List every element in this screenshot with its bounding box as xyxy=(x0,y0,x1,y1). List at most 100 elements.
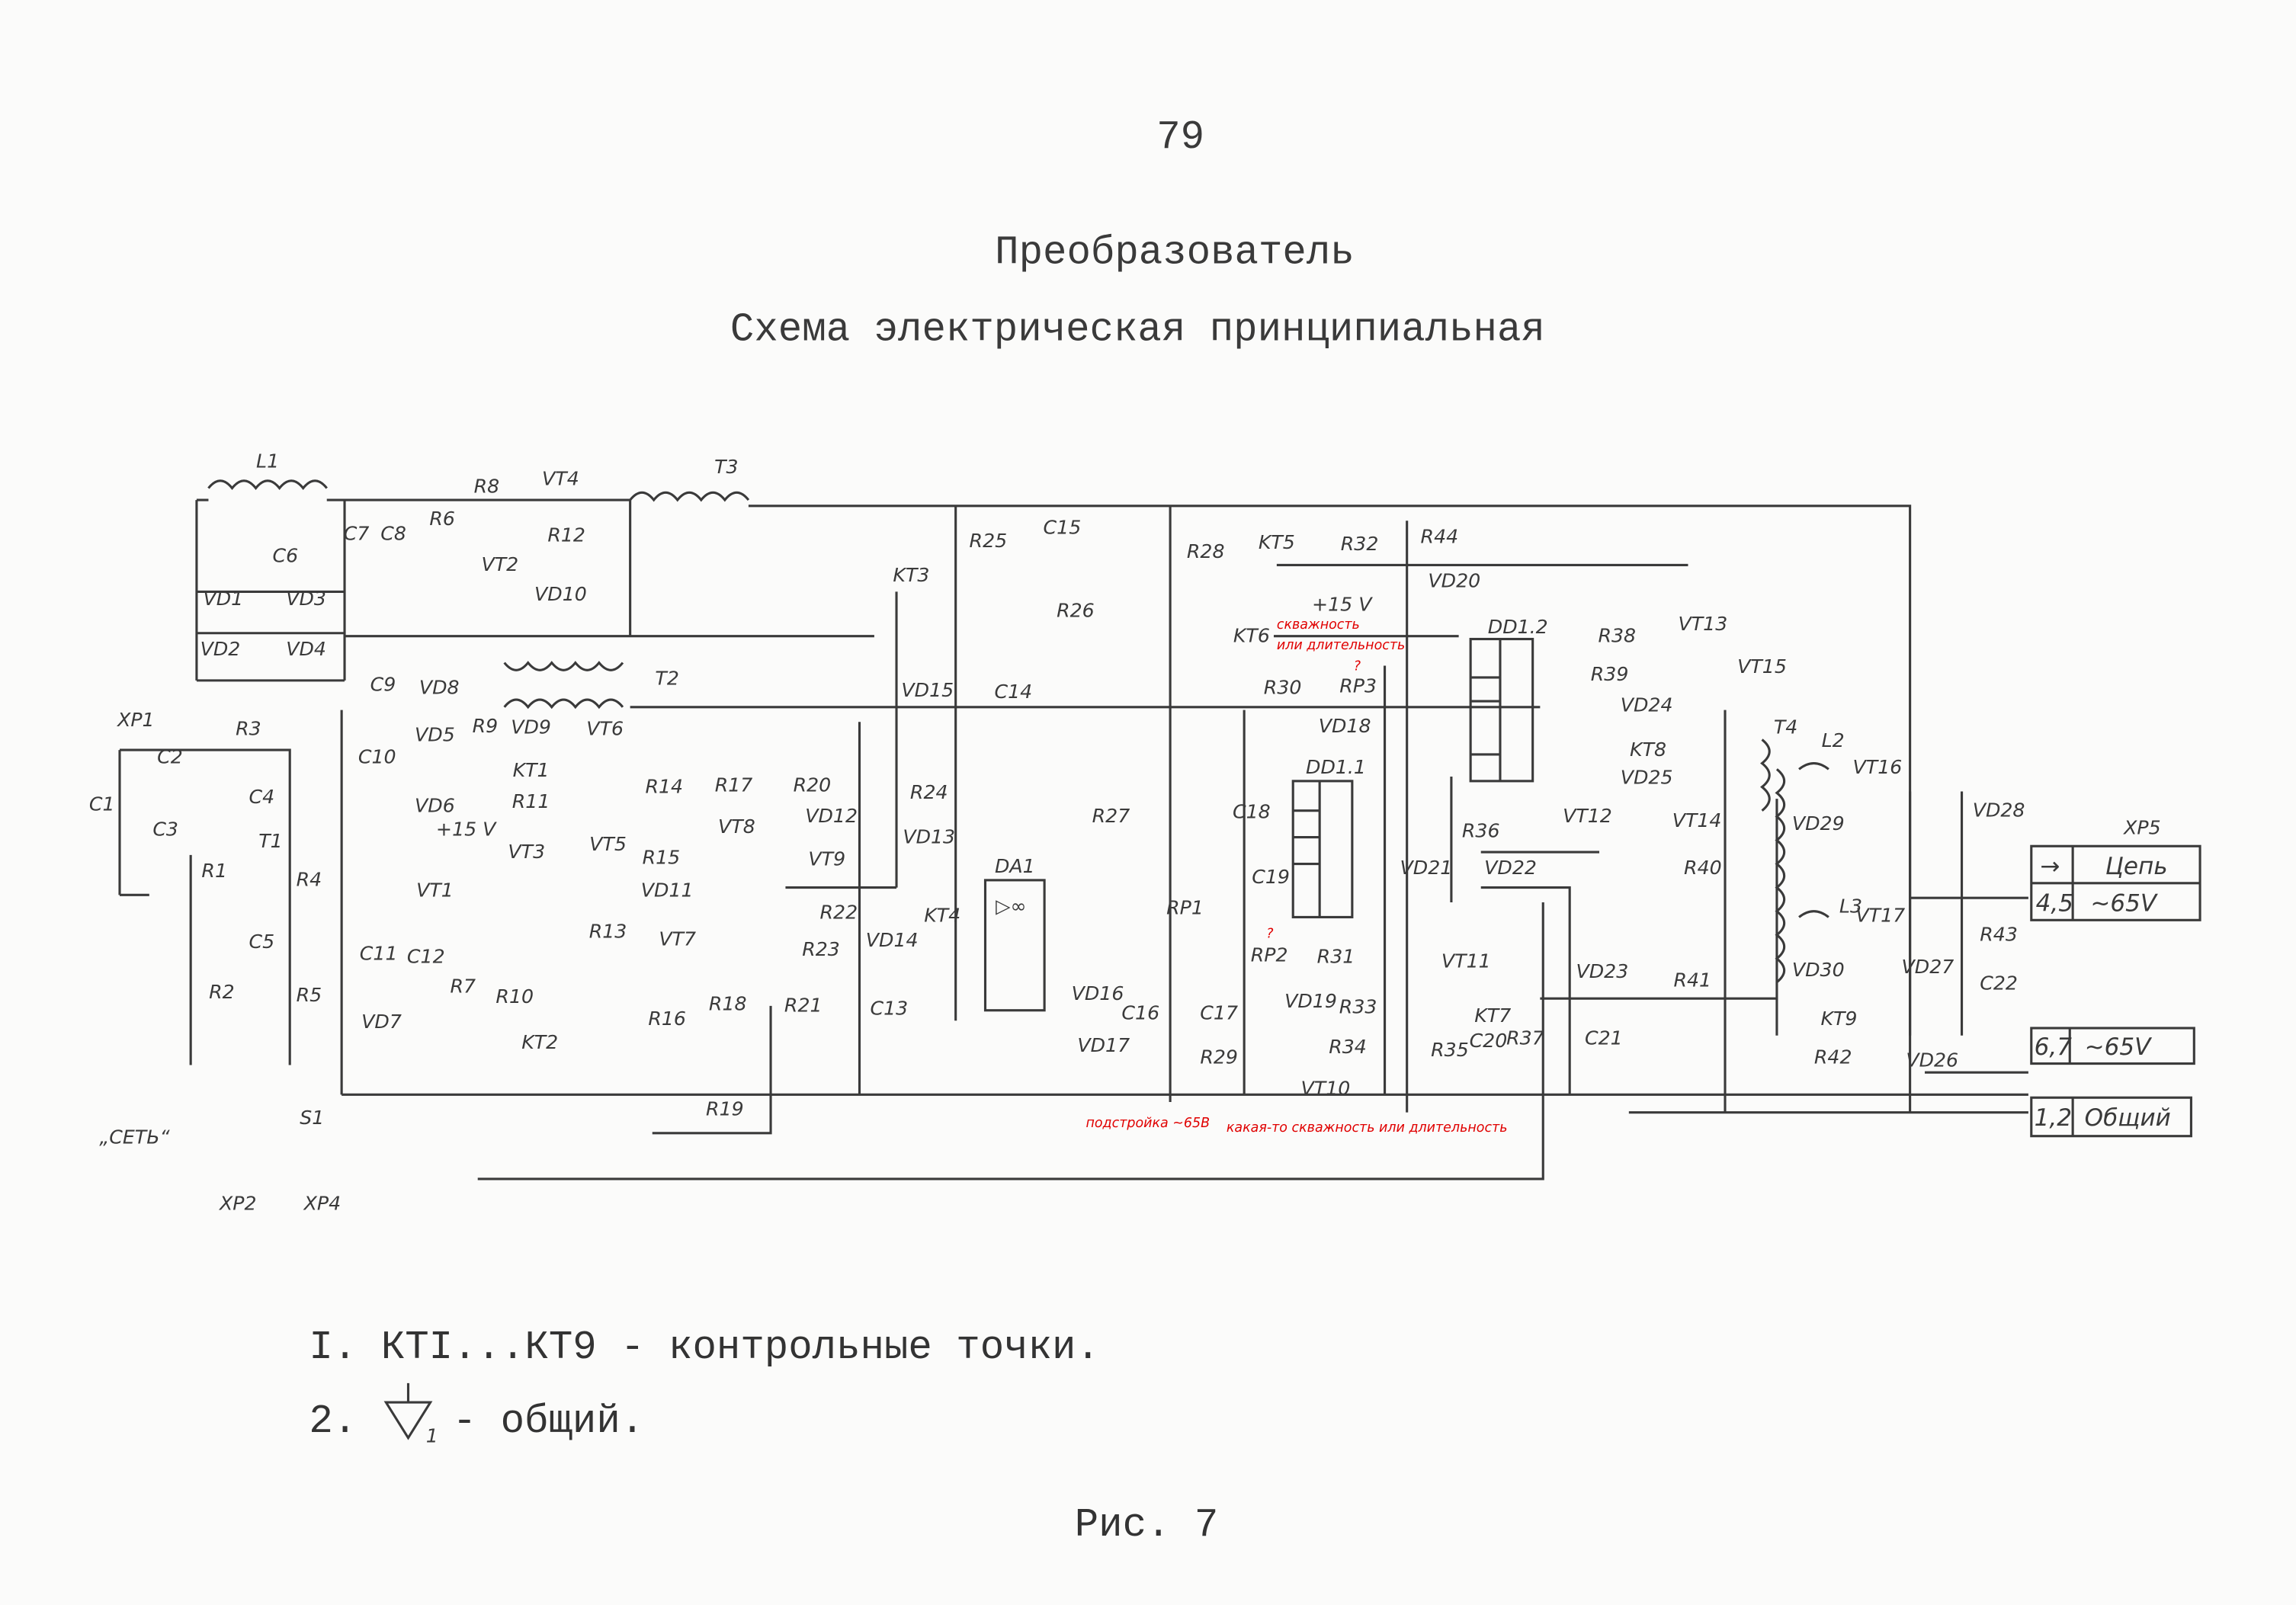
component-label: C8 xyxy=(380,522,406,544)
component-label: C13 xyxy=(870,998,908,1020)
component-label: S1 xyxy=(300,1107,324,1129)
component-label: VD16 xyxy=(1072,982,1124,1004)
component-label: R3 xyxy=(236,718,261,740)
component-label: VD11 xyxy=(641,879,694,901)
component-label: R42 xyxy=(1814,1046,1852,1068)
component-label: R9 xyxy=(473,715,499,737)
component-label: VD30 xyxy=(1792,959,1845,981)
component-label: VD4 xyxy=(286,638,326,660)
component-label: R13 xyxy=(589,921,627,943)
component-label: KT3 xyxy=(893,564,929,586)
component-label: C3 xyxy=(152,819,178,841)
component-label: VD29 xyxy=(1792,812,1845,835)
component-label: VD20 xyxy=(1428,570,1480,592)
component-label: C4 xyxy=(249,786,275,808)
component-label: +15 V xyxy=(436,819,497,841)
component-label: R1 xyxy=(201,860,227,882)
component-label: VT2 xyxy=(481,553,518,575)
component-label: VT4 xyxy=(542,468,579,490)
component-label: VD14 xyxy=(866,929,919,951)
component-label: XP4 xyxy=(303,1193,342,1215)
component-label: R11 xyxy=(512,790,550,812)
opamp-symbol: ▷∞ xyxy=(996,895,1026,918)
component-label: C10 xyxy=(358,746,396,768)
component-label: T4 xyxy=(1774,716,1797,738)
xp5-row-signal: Общий xyxy=(2085,1104,2171,1132)
component-label: R22 xyxy=(820,901,858,923)
component-label: R7 xyxy=(451,975,476,997)
annotation-question: ? xyxy=(1266,927,1273,942)
component-label: VD7 xyxy=(361,1011,402,1033)
component-label: VT6 xyxy=(586,718,624,740)
component-label: R8 xyxy=(474,475,500,497)
component-label: VD27 xyxy=(1902,956,1954,978)
component-label: DA1 xyxy=(995,855,1035,877)
component-label: C2 xyxy=(157,746,183,768)
component-label: VT5 xyxy=(589,833,627,855)
component-label: VD19 xyxy=(1284,990,1337,1012)
annotation-question: ? xyxy=(1354,658,1361,674)
component-label: VT7 xyxy=(659,927,696,950)
component-label: DD1.1 xyxy=(1306,756,1366,778)
component-label: R10 xyxy=(495,985,534,1008)
xp5-row-pins: 4,5 xyxy=(2036,890,2073,918)
component-label: C16 xyxy=(1121,1001,1159,1024)
component-label: C6 xyxy=(273,545,299,567)
component-label: C11 xyxy=(360,943,398,965)
component-label: VT16 xyxy=(1853,756,1903,778)
component-label: XP1 xyxy=(116,709,155,731)
red-annotations: скважность или длительность ? ? подстрой… xyxy=(1085,617,1507,1136)
component-label: R25 xyxy=(970,530,1008,552)
da1-opamp xyxy=(983,879,1046,1012)
component-label: KT1 xyxy=(513,759,550,781)
component-label: DD1.2 xyxy=(1488,616,1548,638)
component-label: VD1 xyxy=(204,588,244,610)
component-label: C14 xyxy=(995,681,1033,703)
component-label: R40 xyxy=(1684,857,1722,879)
component-label: KT8 xyxy=(1630,738,1666,761)
component-label: R29 xyxy=(1200,1046,1238,1068)
component-label: C17 xyxy=(1200,1001,1238,1024)
component-label: R18 xyxy=(709,993,747,1015)
component-label: KT9 xyxy=(1820,1008,1857,1030)
xp5-header-symbol: → xyxy=(2040,853,2060,880)
component-label: R36 xyxy=(1462,820,1500,842)
component-label: KT2 xyxy=(521,1031,558,1053)
component-label: R34 xyxy=(1329,1036,1367,1058)
component-label: KT4 xyxy=(924,904,960,926)
component-label: VT1 xyxy=(416,879,454,901)
note-2-text: - общий. xyxy=(453,1398,645,1444)
component-label: VD28 xyxy=(1973,799,2025,821)
component-label: VD9 xyxy=(511,716,551,738)
component-label: R19 xyxy=(706,1098,744,1120)
component-label: R27 xyxy=(1092,805,1130,827)
schematic-subtitle: Схема электрическая принципиальная xyxy=(730,306,1545,352)
component-label: RP2 xyxy=(1251,944,1288,966)
component-label: R24 xyxy=(910,781,948,803)
component-label: VT12 xyxy=(1563,805,1612,827)
component-label: VD6 xyxy=(415,795,455,817)
component-label: RP3 xyxy=(1339,674,1377,697)
component-label: R41 xyxy=(1673,969,1711,992)
ground-icon: 1 xyxy=(383,1382,438,1446)
xp5-row-signal: ~65V xyxy=(2090,890,2159,918)
component-label: VT9 xyxy=(808,847,845,870)
component-label: +15 V xyxy=(1312,594,1373,616)
component-label: T3 xyxy=(714,456,738,478)
component-label: R33 xyxy=(1339,996,1377,1018)
component-label: C5 xyxy=(249,931,275,953)
notes: I. КТI...КТ9 - контрольные точки. 2. 1 -… xyxy=(309,1325,1218,1548)
component-label: RP1 xyxy=(1166,897,1204,919)
component-label: R32 xyxy=(1341,533,1379,555)
annotation-65v-trim: подстройка ~65В xyxy=(1085,1116,1210,1131)
component-label: VD23 xyxy=(1576,960,1629,982)
xp5-row-pins: 1,2 xyxy=(2035,1104,2072,1132)
component-label: C18 xyxy=(1233,800,1271,822)
component-label: C1 xyxy=(89,793,115,815)
component-label: XP5 xyxy=(2122,817,2161,839)
component-label: VD18 xyxy=(1319,715,1371,737)
annotation-duty-cycle: скважность xyxy=(1277,617,1360,633)
component-label: KT6 xyxy=(1233,624,1270,646)
component-label: VT13 xyxy=(1679,613,1728,635)
